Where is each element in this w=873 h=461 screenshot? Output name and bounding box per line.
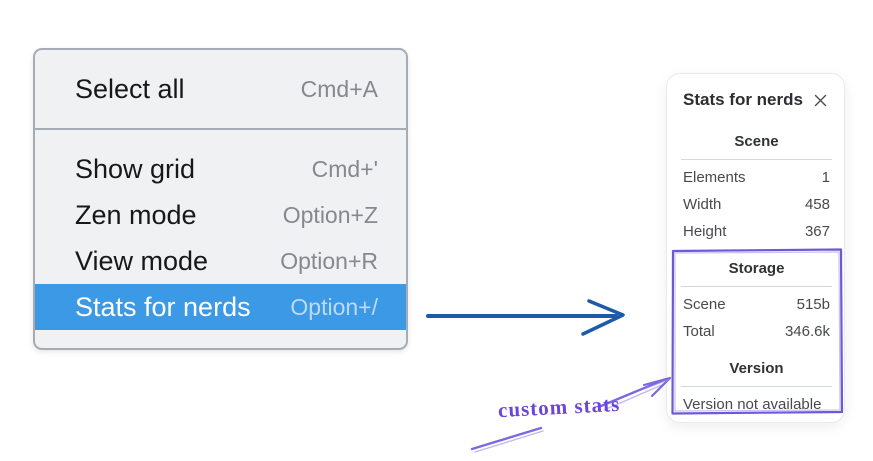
menu-item-shortcut: Cmd+A [300,75,378,102]
menu-section-top: Select all Cmd+A [35,50,406,128]
stat-label: Width [683,196,722,213]
stat-row-height: Height 367 [683,218,830,245]
menu-item-label: View mode [75,245,209,276]
close-icon[interactable] [810,90,830,110]
menu-item-shortcut: Option+Z [282,201,378,228]
section-header-storage: Storage [728,260,785,277]
stat-value: 1 [821,169,830,186]
stat-row-total-storage: Total 346.6k [683,318,830,345]
stat-label: Total [683,323,715,340]
stat-label: Height [683,223,727,240]
menu-item-show-grid[interactable]: Show grid Cmd+' [35,146,406,192]
stats-panel-header: Stats for nerds [683,87,830,113]
divider [681,286,832,287]
menu-item-stats-for-nerds[interactable]: Stats for nerds Option+/ [35,284,406,330]
pointer-arrow [426,299,625,336]
stat-value: 367 [804,223,830,240]
stat-value: 458 [804,196,830,213]
stats-panel-title: Stats for nerds [683,90,803,109]
stats-panel: Stats for nerds Scene Elements 1 Width 4… [666,73,845,423]
version-note: Version not available [683,396,822,413]
menu-item-view-mode[interactable]: View mode Option+R [35,238,406,284]
stat-value: 515b [796,296,830,313]
menu-item-zen-mode[interactable]: Zen mode Option+Z [35,192,406,238]
stat-row-width: Width 458 [683,191,830,218]
stat-row-scene-storage: Scene 515b [683,291,830,318]
menu-item-shortcut: Cmd+' [311,155,378,182]
menu-separator [35,128,406,130]
stat-row-elements: Elements 1 [683,164,830,191]
menu-item-label: Zen mode [75,199,197,230]
section-header-scene: Scene [734,133,779,150]
divider [681,159,832,160]
context-menu: Select all Cmd+A Show grid Cmd+' Zen mod… [33,48,408,350]
stat-value: 346.6k [784,323,830,340]
menu-item-shortcut: Option+R [280,247,378,274]
menu-item-label: Select all [75,73,185,104]
menu-item-select-all[interactable]: Select all Cmd+A [35,50,406,128]
annotation-label: custom stats [497,391,621,423]
menu-item-label: Stats for nerds [75,291,251,322]
stat-label: Scene [683,296,726,313]
stat-label: Elements [683,169,746,186]
menu-section-bottom: Show grid Cmd+' Zen mode Option+Z View m… [35,130,406,330]
menu-item-label: Show grid [75,153,196,184]
divider [681,386,832,387]
section-header-version: Version [729,360,784,377]
menu-item-shortcut: Option+/ [290,293,378,320]
